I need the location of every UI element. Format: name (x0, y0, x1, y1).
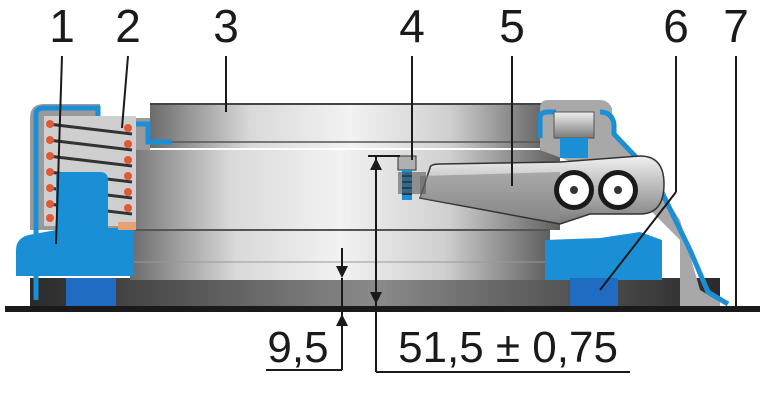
callout-6: 6 (663, 0, 689, 52)
adjusting-bolt (560, 138, 588, 158)
left-foot (66, 278, 116, 306)
callout-2: 2 (115, 0, 141, 52)
dimension-large-label: 51,5 ± 0,75 (398, 323, 618, 372)
cover-right-outline (537, 109, 730, 307)
spring-seat-pad (118, 222, 136, 230)
right-foot (570, 278, 618, 306)
spring-seat (16, 172, 134, 276)
callout-1: 1 (49, 0, 75, 52)
leader-6b (599, 191, 677, 291)
callout-3: 3 (213, 0, 239, 52)
lever-support (545, 232, 662, 280)
leader-2 (121, 55, 129, 129)
lever-pivot (554, 170, 638, 210)
dimension-9-5 (266, 248, 348, 371)
dimension-51-5 (368, 155, 630, 373)
callout-4: 4 (399, 0, 425, 52)
cover-left-outline (33, 105, 60, 300)
dimension-small-label: 9,5 (267, 323, 328, 372)
lever-arm (420, 172, 560, 222)
leader-1 (55, 55, 63, 245)
callout-7: 7 (723, 0, 749, 52)
callout-5: 5 (499, 0, 525, 52)
base-line (5, 306, 760, 312)
flywheel-disc (150, 104, 550, 148)
adjusting-nut (553, 111, 595, 139)
